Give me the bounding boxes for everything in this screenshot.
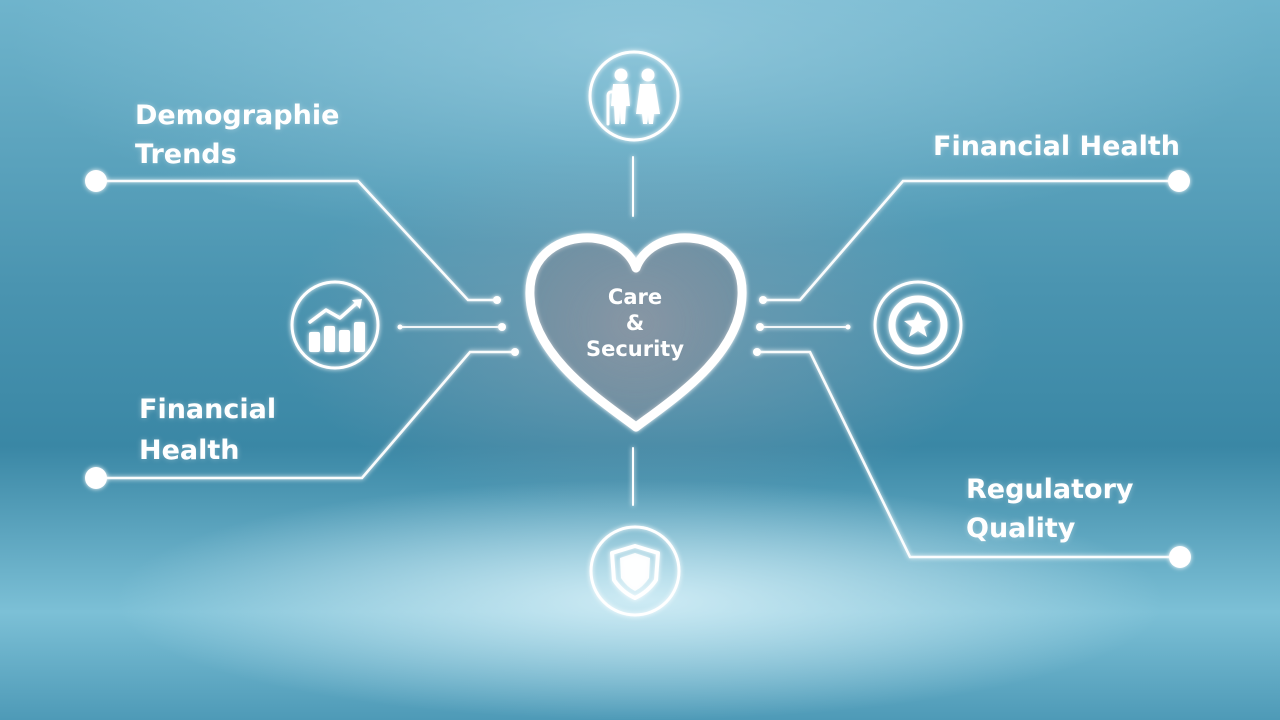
connector-top-left [94,179,499,302]
heart-icon [525,233,747,432]
shield-icon [589,525,681,617]
dot-top-left [85,170,107,192]
dot-left-outer [397,324,403,330]
center-label-line3: Security [585,337,685,361]
dot-right-outer [845,324,851,330]
label-financial-health-left-line2: Health [139,435,240,466]
elderly-people-icon [588,50,680,142]
label-demographic-trends-line1: Demographie [135,100,340,131]
label-financial-health-right-line1: Financial Health [933,131,1181,162]
dot-top-right [1168,170,1190,192]
dot-inner-mr [756,323,764,331]
dot-inner-ml [498,323,506,331]
dot-inner-br [753,348,761,356]
label-financial-health-right: Financial Health [933,127,1180,166]
dot-bottom-left [85,467,107,489]
label-regulatory-quality-line1: Regulatory [966,474,1134,505]
center-label: Care & Security [560,284,710,362]
label-regulatory-quality: Regulatory Quality [966,470,1134,548]
star-badge-icon [873,280,963,370]
connector-bottom-right [755,350,1180,559]
label-financial-health-left: Financial Health [139,389,276,471]
label-demographic-trends: Demographie Trends [135,96,339,174]
dot-bottom-right [1169,546,1191,568]
growth-chart-icon [290,280,380,370]
connector-bottom-left [94,350,516,480]
dot-inner-bl [511,348,519,356]
dot-inner-tl [493,296,501,304]
center-label-line1: Care [607,285,663,309]
label-demographic-trends-line2: Trends [135,139,237,170]
end-dots [85,170,1191,568]
center-label-line2: & [625,311,645,335]
label-regulatory-quality-line2: Quality [966,513,1076,544]
connector-top-right [761,179,1180,302]
connector-lines [94,156,1180,559]
label-financial-health-left-line1: Financial [139,394,277,425]
dot-inner-tr [759,296,767,304]
